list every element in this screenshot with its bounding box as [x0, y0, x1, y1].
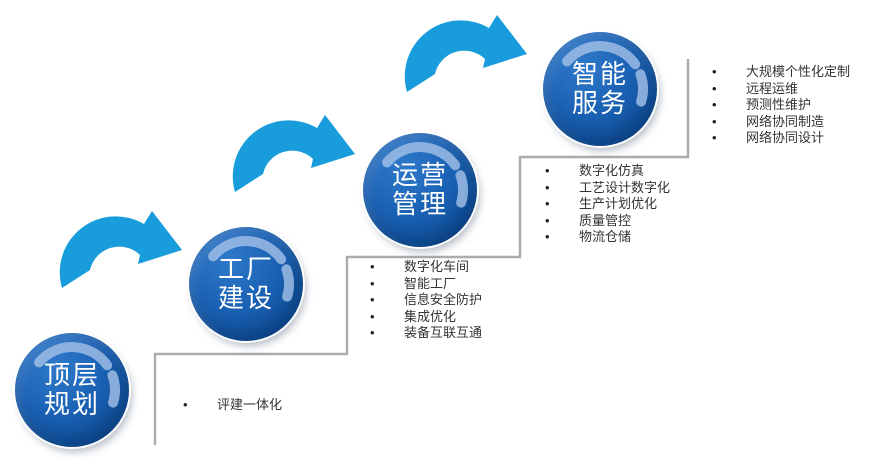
bullet-icon: •	[545, 179, 550, 195]
step-label-line2: 管理	[391, 189, 448, 219]
step-item-list-factory-construction: • 数字化车间 • 智能工厂 • 信息安全防护 • 集成优化 • 装备互联互通	[370, 259, 482, 342]
list-item-text: 数字化仿真	[579, 163, 645, 178]
list-item-text: 评建一体化	[217, 397, 283, 412]
list-item-text: 远程运维	[746, 80, 799, 96]
list-item: • 网络协同设计	[712, 130, 850, 147]
list-item-text: 装备互联互通	[404, 325, 483, 340]
bullet-icon: •	[545, 196, 550, 211]
list-item-text: 集成优化	[404, 308, 457, 324]
step-label-line2: 服务	[571, 88, 628, 118]
speedometer-arc-icon	[382, 142, 468, 208]
list-item-text: 生产计划优化	[579, 196, 658, 211]
list-item: • 生产计划优化	[545, 196, 670, 213]
list-item-text: 网络协同制造	[746, 113, 825, 129]
list-item-text: 数字化车间	[404, 259, 470, 274]
step-label-line1: 顶层	[43, 360, 100, 390]
list-item-text: 大规模个性化定制	[746, 64, 851, 79]
list-item: • 物流仓储	[545, 229, 670, 246]
bullet-icon: •	[712, 97, 717, 112]
step-circle-intelligent-services: 智能 服务	[543, 32, 657, 146]
step-item-list-intelligent-services: • 大规模个性化定制 • 远程运维 • 预测性维护 • 网络协同制造 • 网络协同设计	[712, 64, 850, 147]
list-item-text: 质量管控	[579, 212, 632, 228]
list-item-text: 网络协同设计	[746, 130, 825, 145]
list-item: • 集成优化	[370, 309, 482, 326]
step-circle-top-level-planning: 顶层 规划	[15, 333, 129, 447]
bullet-icon: •	[370, 292, 375, 307]
bullet-icon: •	[545, 212, 550, 228]
list-item: • 工艺设计数字化	[545, 180, 670, 197]
list-item: • 智能工厂	[370, 276, 482, 293]
step-label-line1: 工厂	[217, 254, 274, 284]
list-item-text: 智能工厂	[404, 275, 457, 291]
step-label-line2: 规划	[43, 389, 100, 419]
speedometer-arc-icon	[34, 342, 120, 408]
list-item: • 数字化车间	[370, 259, 482, 276]
step-circle-factory-construction: 工厂 建设	[189, 227, 303, 341]
curved-arrow-icon	[404, 15, 527, 92]
step-label-line1: 运营	[391, 160, 448, 190]
step-circle-operations-management: 运营 管理	[363, 133, 477, 247]
bullet-icon: •	[370, 275, 375, 291]
curved-arrow-icon	[232, 115, 355, 192]
bullet-icon: •	[712, 64, 717, 79]
bullet-icon: •	[712, 113, 717, 129]
list-item: • 装备互联互通	[370, 325, 482, 342]
speedometer-arc-icon	[208, 236, 294, 302]
list-item: • 预测性维护	[712, 97, 850, 114]
bullet-icon: •	[370, 308, 375, 324]
bullet-icon: •	[370, 259, 375, 274]
list-item-text: 预测性维护	[746, 97, 812, 112]
step-item-list-operations-management: • 数字化仿真 • 工艺设计数字化 • 生产计划优化 • 质量管控 • 物流仓储	[545, 163, 670, 246]
bullet-icon: •	[545, 229, 550, 244]
list-item: • 质量管控	[545, 213, 670, 230]
list-item: • 信息安全防护	[370, 292, 482, 309]
bullet-icon: •	[712, 130, 717, 145]
list-item-text: 信息安全防护	[404, 292, 483, 307]
bullet-icon: •	[712, 80, 717, 96]
list-item: • 数字化仿真	[545, 163, 670, 180]
bullet-icon: •	[370, 325, 375, 340]
list-item: • 大规模个性化定制	[712, 64, 850, 81]
list-item-text: 物流仓储	[579, 229, 632, 244]
step-label-line2: 建设	[217, 283, 274, 313]
list-item: • 评建一体化	[183, 397, 282, 414]
list-item: • 网络协同制造	[712, 114, 850, 131]
list-item: • 远程运维	[712, 81, 850, 98]
curved-arrow-icon	[59, 211, 182, 288]
step-label-line1: 智能	[571, 59, 628, 89]
staircase-step-line	[153, 59, 690, 445]
bullet-icon: •	[183, 397, 188, 412]
step-item-list-top-level-planning: • 评建一体化	[183, 397, 282, 414]
bullet-icon: •	[545, 163, 550, 178]
speedometer-arc-icon	[562, 41, 648, 107]
list-item-text: 工艺设计数字化	[579, 179, 671, 195]
